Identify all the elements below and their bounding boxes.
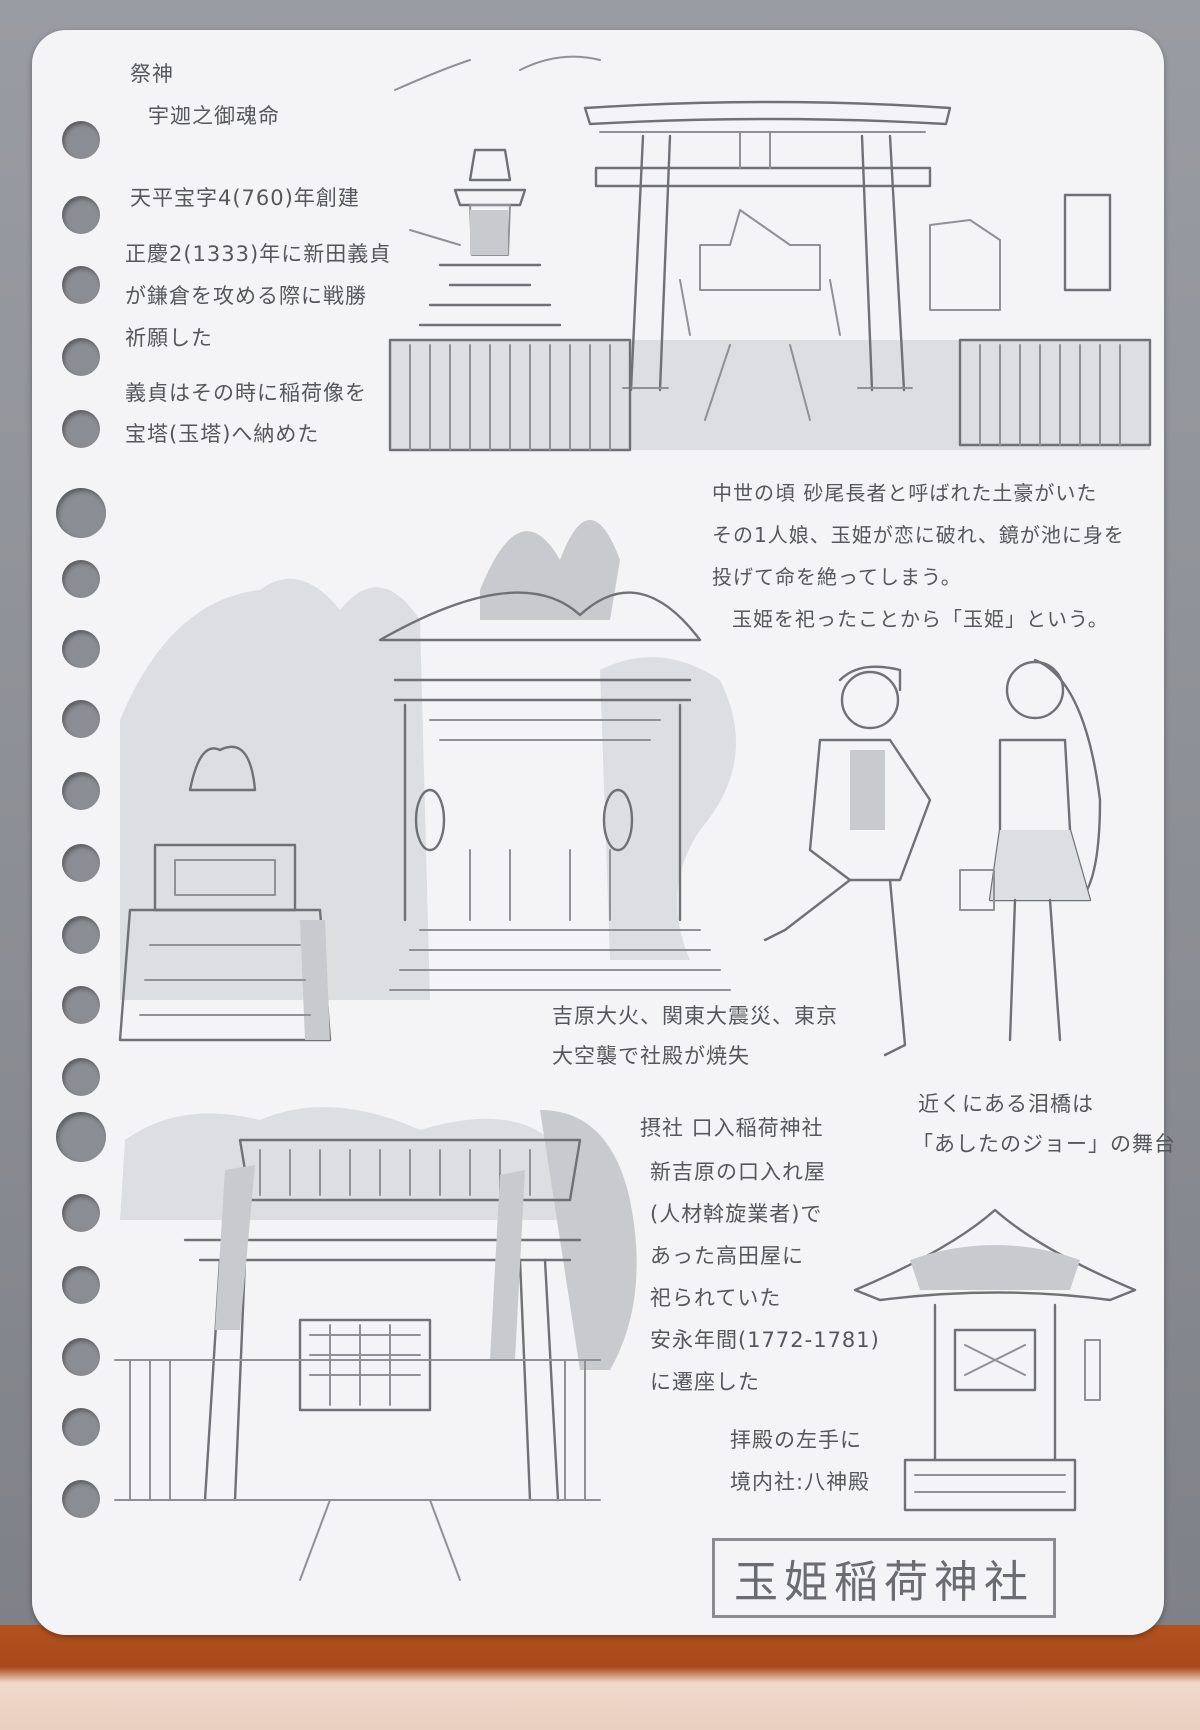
subshrine-line: 祀られていた <box>650 1286 782 1310</box>
legend-1-line: が鎌倉を攻める際に戦勝 <box>125 284 367 308</box>
binder-hole <box>62 196 100 234</box>
fence <box>388 193 1152 452</box>
subshrine-line: 摂社 口入稲荷神社 <box>640 1116 824 1140</box>
legend-2-line: 義貞はその時に稲荷像を <box>125 381 367 405</box>
binder-hole <box>62 266 100 304</box>
hachijinden-shrine-icon <box>853 1208 1137 1512</box>
desk-edge <box>0 1625 1200 1730</box>
shrine-hall-icon <box>120 520 736 1000</box>
story-line: 投げて命を絶ってしまう。 <box>712 565 962 589</box>
binder-hole <box>62 121 100 159</box>
binder-hole <box>62 844 100 882</box>
binder-hole <box>62 1058 100 1096</box>
story-line: その1人娘、玉姫が恋に破れ、鏡が池に身を <box>712 523 1125 547</box>
deity-name: 宇迦之御魂命 <box>148 104 280 128</box>
subshrine-line: あった高田屋に <box>650 1244 804 1268</box>
bridge-line: 「あしたのジョー」の舞台 <box>912 1132 1176 1156</box>
shrine-title: 玉姫稲荷神社 <box>734 1557 1034 1608</box>
subshrine-line: 新吉原の口入れ屋 <box>650 1160 826 1184</box>
subshrine-line: に遷座した <box>650 1370 760 1394</box>
binder-hole <box>62 772 100 810</box>
binder-hole <box>62 410 100 448</box>
subshrine-hall-icon <box>114 1107 637 1581</box>
subshrine-line: (人材斡旋業者)で <box>650 1202 823 1226</box>
bridge-line: 近くにある泪橋は <box>918 1092 1094 1116</box>
torii-gate-icon <box>390 100 1150 450</box>
shrine-title-box: 玉姫稲荷神社 <box>712 1538 1056 1618</box>
binder-hole <box>56 1112 106 1162</box>
couple-figures-icon <box>763 658 1102 1057</box>
stone-lantern-icon <box>394 55 601 327</box>
binder-hole <box>62 338 100 376</box>
founded-note: 天平宝字4(760)年創建 <box>130 186 360 210</box>
deity-label: 祭神 <box>130 62 174 86</box>
hachijinden-line: 境内社:八神殿 <box>730 1470 871 1494</box>
binder-hole <box>62 986 100 1024</box>
binder-hole <box>62 1408 100 1446</box>
fox-statue-icon <box>118 745 332 1042</box>
fire-line: 吉原大火、関東大震災、東京 <box>552 1004 838 1028</box>
binder-hole <box>62 630 100 668</box>
subshrine-line: 安永年間(1772-1781) <box>650 1328 880 1352</box>
hachijinden-line: 拝殿の左手に <box>730 1428 862 1452</box>
story-line: 玉姫を祀ったことから「玉姫」という。 <box>732 607 1109 631</box>
fire-line: 大空襲で社殿が焼失 <box>552 1044 750 1068</box>
binder-hole <box>62 1338 100 1376</box>
binder-hole <box>62 916 100 954</box>
story-line: 中世の頃 砂尾長者と呼ばれた土豪がいた <box>712 481 1098 505</box>
legend-2-line: 宝塔(玉塔)へ納めた <box>125 422 320 446</box>
legend-1-line: 祈願した <box>125 326 213 350</box>
binder-hole <box>62 1266 100 1304</box>
binder-hole <box>62 1480 100 1518</box>
binder-hole <box>62 560 100 598</box>
binder-hole <box>56 488 106 538</box>
binder-hole <box>62 1194 100 1232</box>
legend-1-line: 正慶2(1333)年に新田義貞 <box>125 242 392 266</box>
binder-hole <box>62 700 100 738</box>
